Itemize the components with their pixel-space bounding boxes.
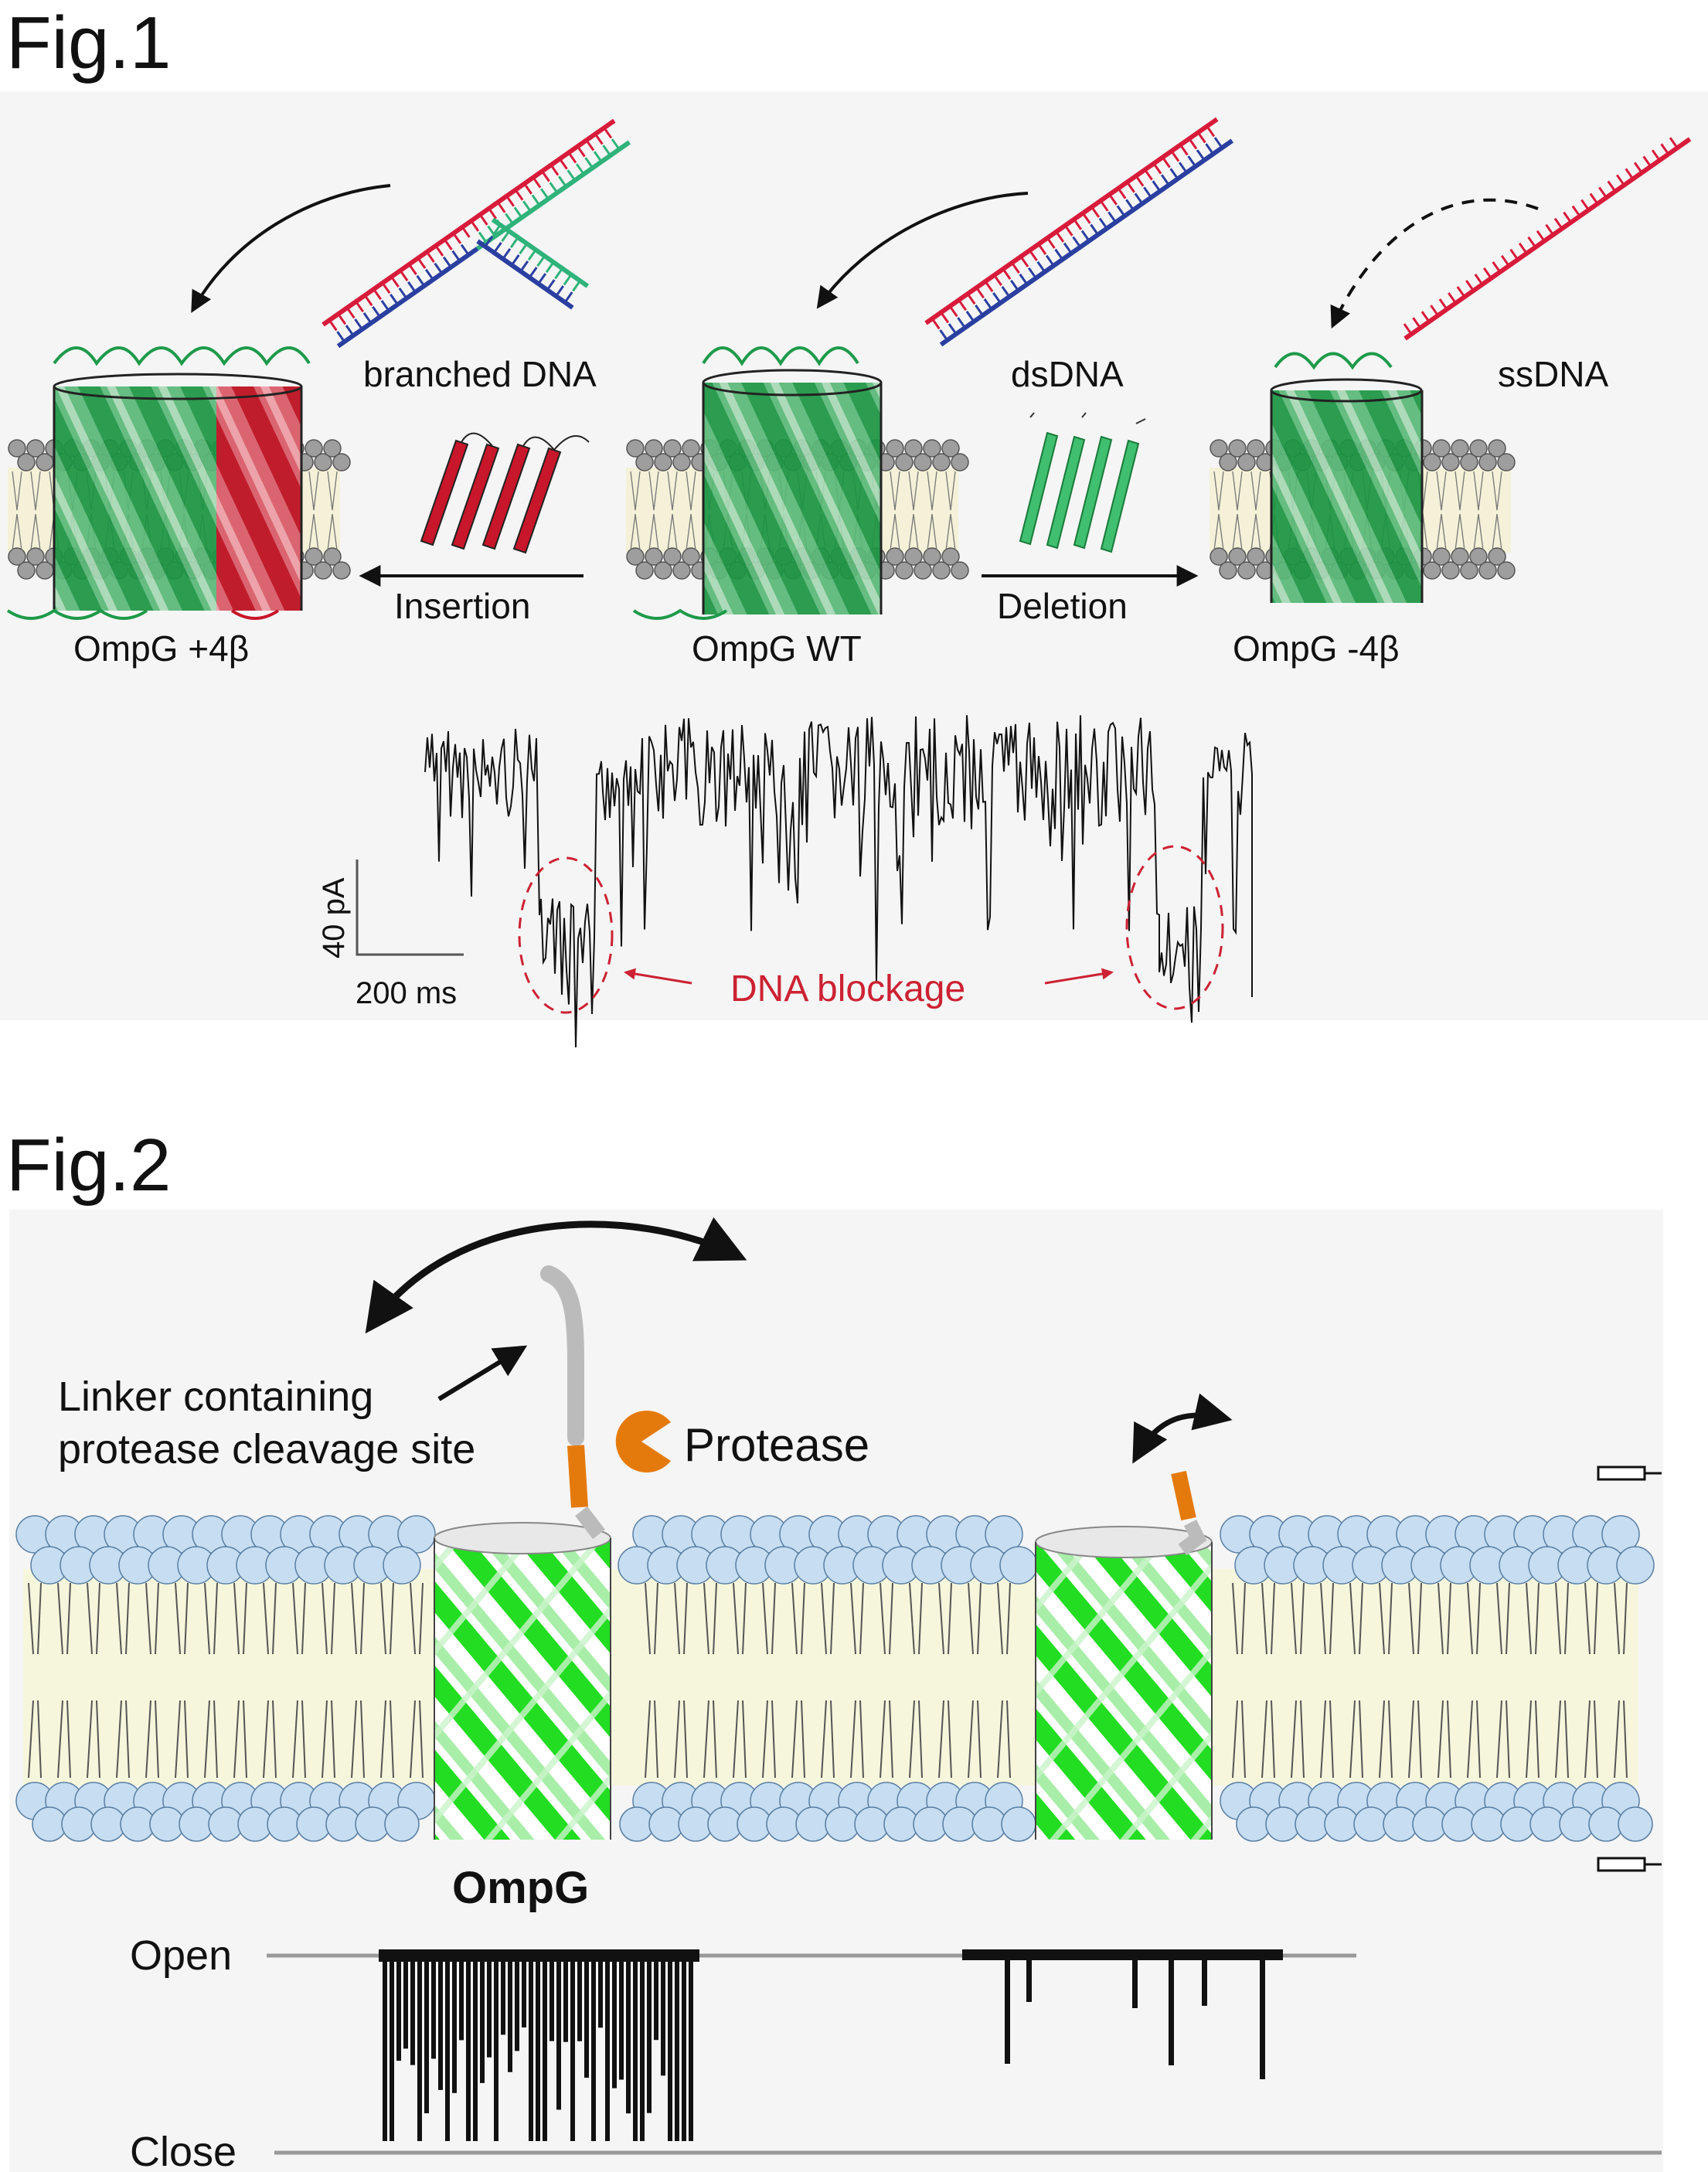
curved-arrow-ds (816, 192, 1029, 309)
fig1-title: Fig.1 (6, 2, 171, 84)
label-ds-dna: dsDNA (1011, 354, 1124, 394)
electrode-bottom-icon (1597, 1857, 1662, 1872)
bilayer-lipids (15, 1515, 1655, 1842)
fig2-title: Fig.2 (6, 1124, 171, 1207)
delete-strands-icon (1019, 412, 1146, 553)
label-branched-dna: branched DNA (363, 354, 597, 394)
insert-strands-icon (420, 432, 590, 554)
label-insertion: Insertion (394, 586, 530, 626)
label-linker-line1: Linker containing (58, 1374, 373, 1420)
label-protease: Protease (684, 1419, 869, 1471)
barrel-minus (1270, 352, 1424, 603)
ss-dna (1403, 137, 1692, 341)
swing-arrow-small (1132, 1393, 1233, 1464)
label-ompg-plus: OmpG +4β (73, 628, 249, 669)
barrel-plus (6, 346, 311, 620)
label-close: Close (130, 2129, 236, 2172)
cut-linker-orange (1171, 1470, 1196, 1521)
scale-y-label: 40 pA (317, 877, 351, 958)
barrel-wt (632, 346, 883, 620)
protease-icon (615, 1411, 671, 1472)
gating-trace-before (379, 1949, 699, 2141)
linker-base (575, 1506, 605, 1540)
scale-bar (356, 860, 464, 956)
label-ss-dna: ssDNA (1498, 354, 1608, 394)
label-linker-line2: protease cleavage site (58, 1426, 475, 1472)
label-open: Open (130, 1932, 232, 1979)
label-dna-blockage: DNA blockage (730, 969, 965, 1009)
branched-dna (322, 118, 631, 349)
curved-arrow-branched (191, 184, 391, 313)
swing-arrow-large (365, 1217, 747, 1334)
label-deletion: Deletion (997, 586, 1128, 626)
curved-arrow-ss (1330, 198, 1539, 329)
gating-trace-after (962, 1949, 1283, 2079)
scale-x-label: 200 ms (356, 976, 457, 1010)
blockage-arrow-right (1044, 968, 1114, 985)
blockage-circle-right (1125, 845, 1224, 1010)
membrane-core (23, 1569, 1638, 1786)
electrode-top-icon (1597, 1466, 1662, 1481)
ds-dna (924, 117, 1234, 347)
cut-linker-gray (1178, 1519, 1207, 1556)
linker-cleavage-site (567, 1445, 588, 1508)
blockage-circle-left (518, 856, 614, 1014)
label-ompg: OmpG (452, 1863, 589, 1913)
label-ompg-minus: OmpG -4β (1233, 628, 1400, 669)
current-trace (424, 715, 1253, 1048)
ompg-barrel-right (1035, 1526, 1213, 1840)
linker-pointer-arrow (437, 1345, 528, 1401)
ompg-barrel-left (434, 1522, 611, 1840)
label-ompg-wt: OmpG WT (692, 628, 862, 669)
blockage-arrow-left (624, 968, 692, 985)
